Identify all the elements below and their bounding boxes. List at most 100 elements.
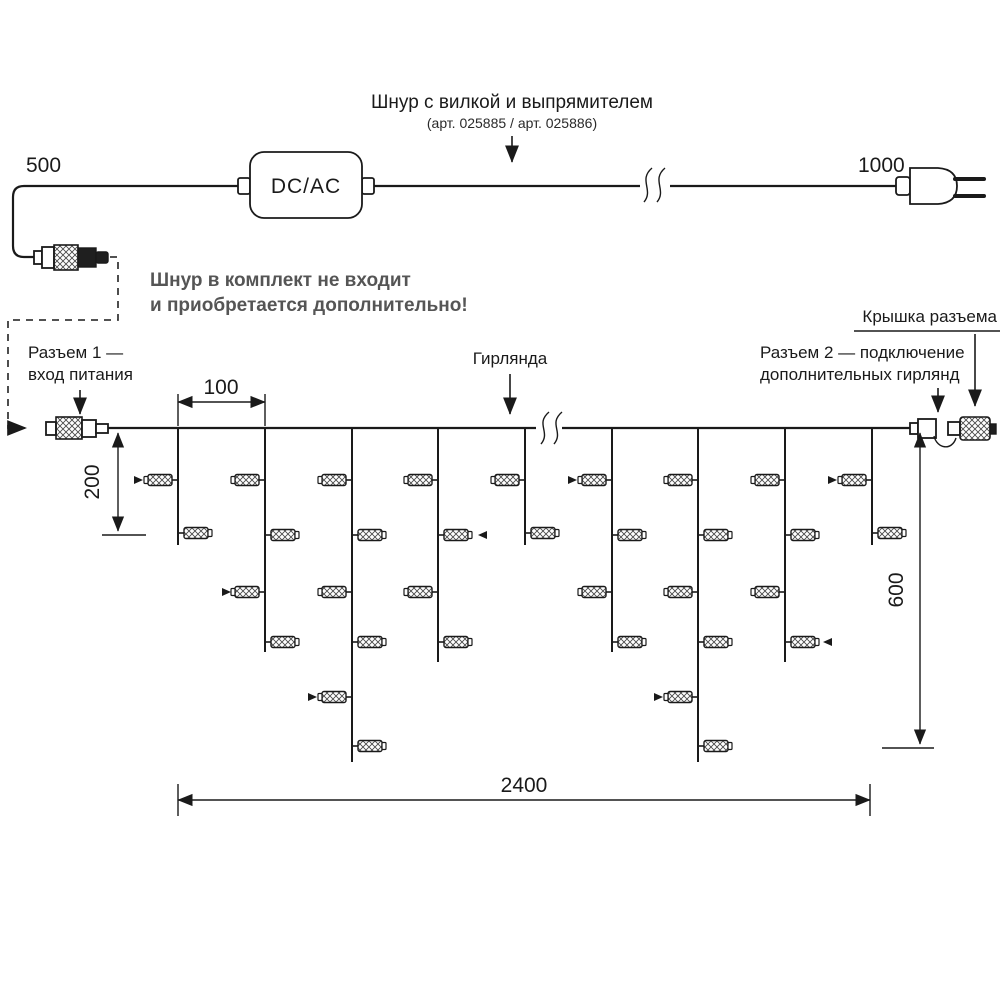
garland-input-connector: [45, 416, 109, 440]
cord-output-connector: [33, 244, 109, 271]
lamp: [321, 585, 347, 599]
lamp: [790, 635, 816, 649]
lamp-tip: [207, 528, 213, 538]
mains-plug: [895, 167, 986, 205]
lamp-tip: [317, 587, 323, 597]
callout-labels: Разъем 1 — вход питания Гирлянда Разъем …: [28, 307, 1000, 415]
lamp: [667, 690, 693, 704]
dim-500-label: 500: [26, 154, 61, 177]
connector2-label-line2: дополнительных гирлянд: [760, 365, 960, 384]
cap-label: Крышка разъема: [862, 307, 997, 326]
dimension-annotations: 100 200 600 2400: [81, 376, 934, 816]
lamp-pointer-arrow: [828, 476, 837, 484]
lamp: [790, 528, 816, 542]
lamp-pointer-arrow: [568, 476, 577, 484]
lamp: [270, 528, 296, 542]
lamp-tip: [294, 637, 300, 647]
lamp: [703, 635, 729, 649]
lamp: [841, 473, 867, 487]
lamp-tip: [750, 475, 756, 485]
dim-1000-label: 1000: [858, 154, 905, 177]
lamp: [407, 585, 433, 599]
lamp-tip: [727, 530, 733, 540]
lamp: [667, 473, 693, 487]
lamp-tip: [837, 475, 843, 485]
lamp: [754, 473, 780, 487]
lamp: [530, 526, 556, 540]
lamp-tip: [317, 692, 323, 702]
lamp-pointer-arrow: [134, 476, 143, 484]
lamp: [877, 526, 903, 540]
cord-title: Шнур с вилкой и выпрямителем: [371, 92, 653, 113]
garland-drops: [134, 428, 907, 762]
lamp-tip: [230, 587, 236, 597]
lamp-tip: [467, 637, 473, 647]
lamp: [617, 528, 643, 542]
note-line-1: Шнур в комплект не входит: [150, 270, 411, 291]
lamp-pointer-arrow: [222, 588, 231, 596]
cord-break-mark: [656, 167, 666, 203]
lamp-tip: [663, 587, 669, 597]
lamp-tip: [317, 475, 323, 485]
note-line-2: и приобретается дополнительно!: [150, 295, 468, 316]
lamp-tip: [490, 475, 496, 485]
lamp-tip: [554, 528, 560, 538]
lamp-tip: [230, 475, 236, 485]
cord-article-numbers: (арт. 025885 / арт. 025886): [427, 115, 597, 131]
lamp-pointer-arrow: [478, 531, 487, 539]
lamp: [443, 635, 469, 649]
lamp-tip: [381, 637, 387, 647]
lamp-pointer-arrow: [654, 693, 663, 701]
connector-cap: [947, 416, 997, 441]
lamp-tip: [467, 530, 473, 540]
lamp: [703, 739, 729, 753]
lamp-tip: [641, 637, 647, 647]
lamp-pointer-arrow: [308, 693, 317, 701]
connector2-label-line1: Разъем 2 — подключение: [760, 343, 965, 362]
lamp-tip: [143, 475, 149, 485]
lamp: [581, 473, 607, 487]
dim-2400-value: 2400: [501, 774, 548, 797]
dc-ac-adapter: DC/AC: [237, 151, 375, 219]
lamp-tip: [641, 530, 647, 540]
connector1-label-line2: вход питания: [28, 365, 133, 384]
plug-body: [909, 167, 958, 205]
lamp: [321, 473, 347, 487]
lamp-tip: [901, 528, 907, 538]
lamp-tip: [381, 530, 387, 540]
lamp: [667, 585, 693, 599]
cord-break-mark: [643, 167, 653, 203]
lamp: [321, 690, 347, 704]
lamp: [443, 528, 469, 542]
lamp: [703, 528, 729, 542]
lamp: [617, 635, 643, 649]
lamp-tip: [403, 587, 409, 597]
dim-100-value: 100: [203, 376, 238, 399]
lamp: [357, 528, 383, 542]
power-cord-assembly: Шнур с вилкой и выпрямителем (арт. 02588…: [7, 92, 986, 436]
cord-wire-left: [11, 184, 238, 259]
lamp: [270, 635, 296, 649]
plug-boot: [895, 176, 911, 196]
lamp-pointer-arrow: [823, 638, 832, 646]
lamp-tip: [814, 637, 820, 647]
lamp-tip: [294, 530, 300, 540]
lamp: [183, 526, 209, 540]
garland-break-mark: [540, 411, 550, 445]
lamp-tip: [727, 637, 733, 647]
lamp-tip: [814, 530, 820, 540]
dim-600-value: 600: [885, 572, 908, 607]
lamp: [357, 739, 383, 753]
lamp-tip: [381, 741, 387, 751]
lamp: [357, 635, 383, 649]
dim-200-value: 200: [81, 464, 104, 499]
lamp: [234, 585, 260, 599]
lamp-tip: [663, 475, 669, 485]
adapter-label: DC/AC: [271, 175, 341, 198]
lamp-tip: [577, 475, 583, 485]
lamp: [234, 473, 260, 487]
lamp-tip: [663, 692, 669, 702]
garland-assembly: [45, 411, 997, 762]
